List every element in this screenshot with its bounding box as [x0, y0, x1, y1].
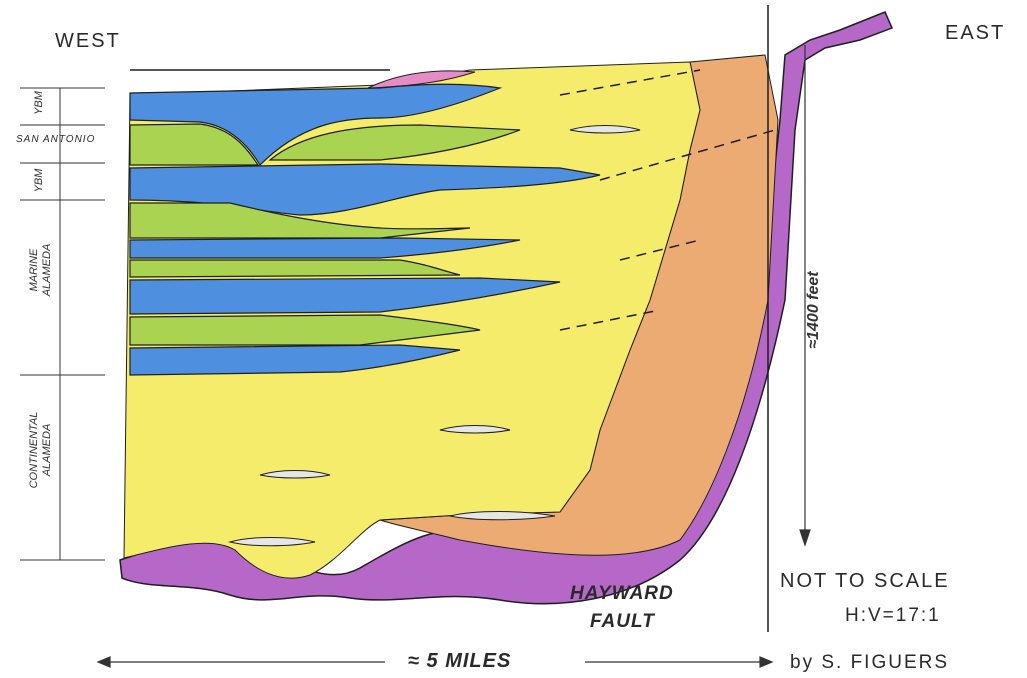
scale-note: NOT TO SCALE	[780, 570, 950, 593]
ratio-label: H:V=17:1	[845, 605, 941, 627]
fault-label-line2: FAULT	[590, 611, 655, 633]
vertical-scale-label: ≈1400 feet	[808, 240, 820, 380]
fault-label-line1: HAYWARD	[570, 583, 674, 605]
unit-marine-alameda-1: MARINE	[28, 210, 40, 330]
unit-ybm-top: YBM	[33, 88, 45, 118]
unit-san-antonio: SAN ANTONIO	[16, 134, 95, 145]
green-layer-3	[130, 260, 460, 277]
unit-marine-alameda-2: ALAMEDA	[41, 210, 53, 330]
east-label: EAST	[945, 22, 1005, 45]
unit-continental-alameda-2: ALAMEDA	[41, 380, 53, 520]
unit-continental-alameda-1: CONTINENTAL	[28, 380, 40, 520]
credit-label: by S. FIGUERS	[790, 652, 949, 674]
horizontal-scale-label: ≈ 5 MILES	[408, 650, 511, 673]
west-label: WEST	[55, 30, 121, 53]
unit-ybm-lower: YBM	[33, 163, 45, 198]
